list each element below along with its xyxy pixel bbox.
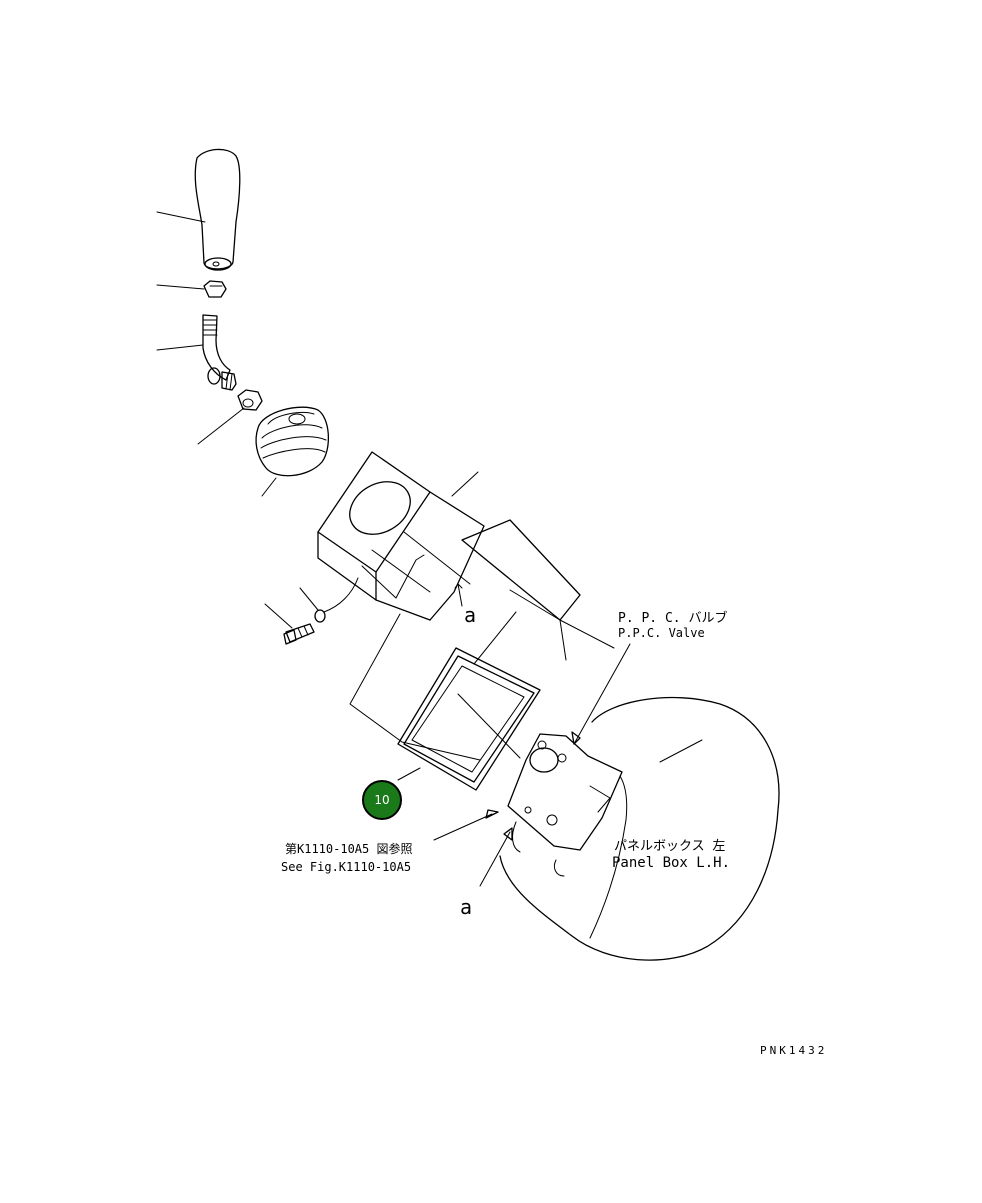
ppc-valve: [507, 733, 623, 877]
panel-box-label-jp: パネルボックス 左: [614, 839, 725, 854]
panel-box: [499, 696, 780, 961]
reference-label-en: See Fig.K1110-10A5: [281, 860, 411, 874]
nut: [156, 280, 227, 298]
panel-box-label-en: Panel Box L.H.: [612, 855, 730, 871]
ppc-valve-label-jp: P. P. C. バルブ: [618, 610, 727, 626]
section-mark-upper: a: [464, 603, 476, 627]
lever-knob: [156, 148, 241, 271]
drawing-code: PNK1432: [760, 1044, 827, 1057]
callout-number: 10: [374, 793, 389, 807]
section-mark-lower: a: [460, 895, 472, 919]
rubber-boot: [255, 406, 329, 497]
ppc-valve-label-en: P.P.C. Valve: [618, 626, 705, 640]
frame-part: [397, 647, 541, 791]
guide-lines: [349, 611, 517, 761]
lock-nut: [197, 389, 263, 445]
washer: [299, 577, 359, 623]
callout-10: 10: [362, 780, 402, 820]
leader-lines: [433, 643, 631, 887]
bolt: [264, 603, 315, 645]
gasket-plate: [461, 519, 615, 661]
reference-label-jp: 第K1110-10A5 図参照: [285, 841, 412, 856]
lever-rod: [156, 314, 237, 391]
cover-box: [317, 451, 485, 621]
